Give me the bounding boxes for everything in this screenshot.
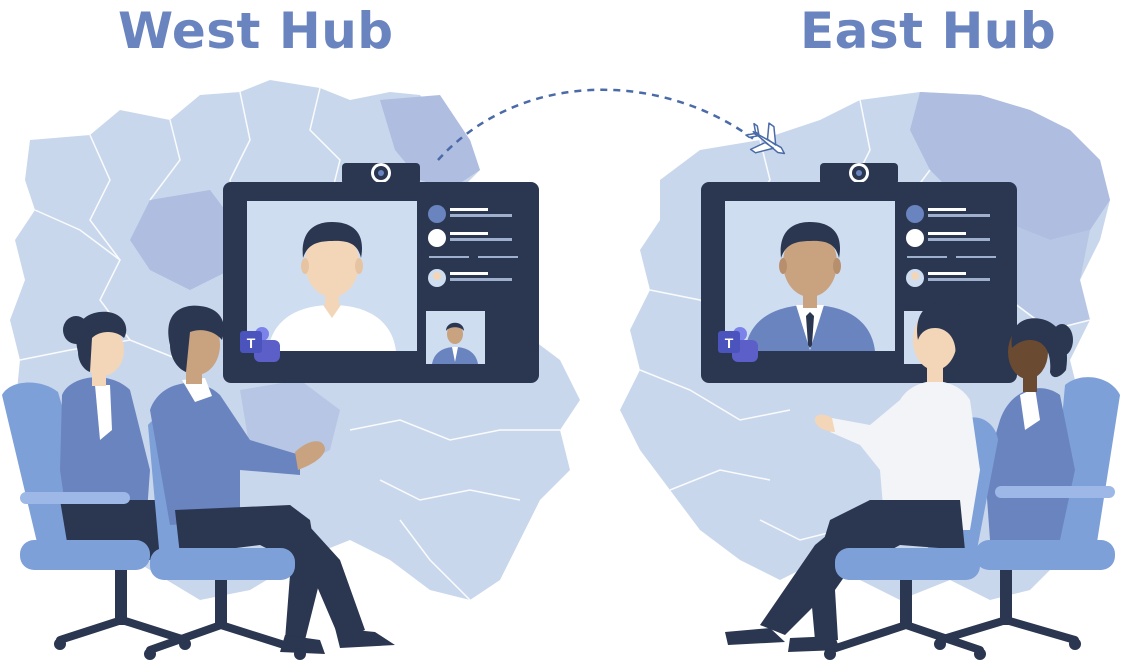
west-man-seated [144,305,395,660]
east-teams-logo: T [718,327,758,362]
east-hub-title: East Hub [800,2,1057,60]
east-woman-seated [934,318,1120,650]
airplane-icon [745,122,786,155]
west-teams-letter: T [247,335,256,351]
east-remote-participant [745,222,875,351]
east-teams-letter: T [725,335,734,351]
west-remote-participant [268,222,396,351]
east-participant-list [906,205,996,287]
west-hub-title: West Hub [118,2,394,60]
west-woman-seated [2,311,191,650]
west-teams-logo: T [240,327,280,362]
west-monitor: T [223,163,539,383]
west-participant-list [428,205,518,287]
flight-path [437,88,756,161]
east-man-seated [725,301,998,660]
